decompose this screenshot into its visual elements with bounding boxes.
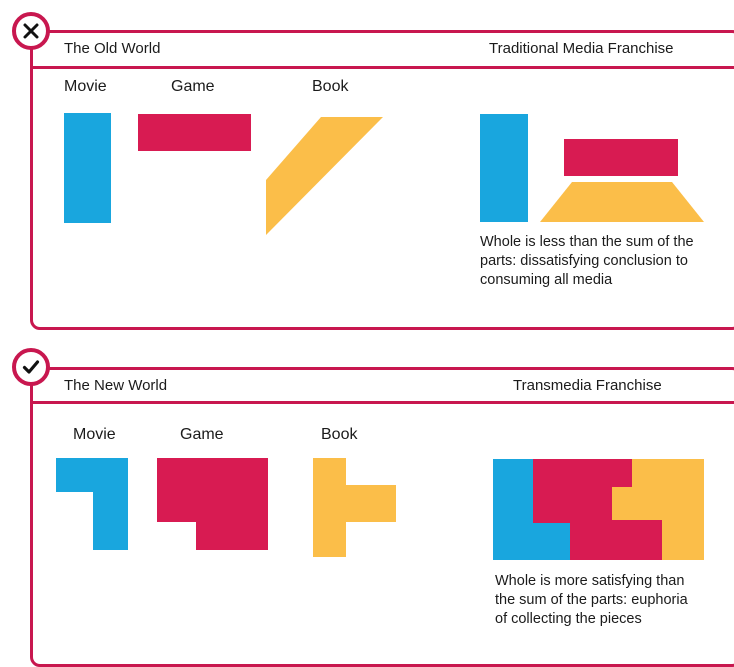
old-book-piece xyxy=(266,117,383,235)
old-game-piece xyxy=(138,114,251,151)
new-movie-label: Movie xyxy=(73,426,116,443)
new-combined-movie xyxy=(493,459,570,560)
old-game-label: Game xyxy=(171,78,215,95)
new-world-description: Whole is more satisfying than the sum of… xyxy=(495,573,688,627)
old-combined-game xyxy=(564,139,678,176)
old-world-header-line xyxy=(30,66,734,69)
old-movie-label: Movie xyxy=(64,78,107,95)
old-world-title: The Old World xyxy=(64,40,161,57)
new-world-title: The New World xyxy=(64,377,168,394)
check-icon xyxy=(12,348,50,386)
new-book-label: Book xyxy=(321,426,358,443)
new-game-piece xyxy=(157,458,268,550)
old-combined-book xyxy=(540,182,704,222)
old-movie-piece xyxy=(64,113,111,223)
new-combined-book xyxy=(612,459,704,560)
old-book-label: Book xyxy=(312,78,349,95)
new-book-piece xyxy=(313,458,396,557)
close-glyph xyxy=(23,23,39,39)
old-world-panel xyxy=(30,30,734,330)
close-icon xyxy=(12,12,50,50)
new-combined-game xyxy=(533,459,662,560)
new-movie-piece xyxy=(56,458,128,550)
old-combined-movie xyxy=(480,114,528,222)
check-glyph xyxy=(22,360,40,374)
new-game-label: Game xyxy=(180,426,224,443)
new-world-label: Transmedia Franchise xyxy=(513,377,662,394)
old-world-label: Traditional Media Franchise xyxy=(489,40,674,57)
new-world-header-line xyxy=(30,401,734,404)
old-world-description: Whole is less than the sum of the parts:… xyxy=(480,234,694,288)
